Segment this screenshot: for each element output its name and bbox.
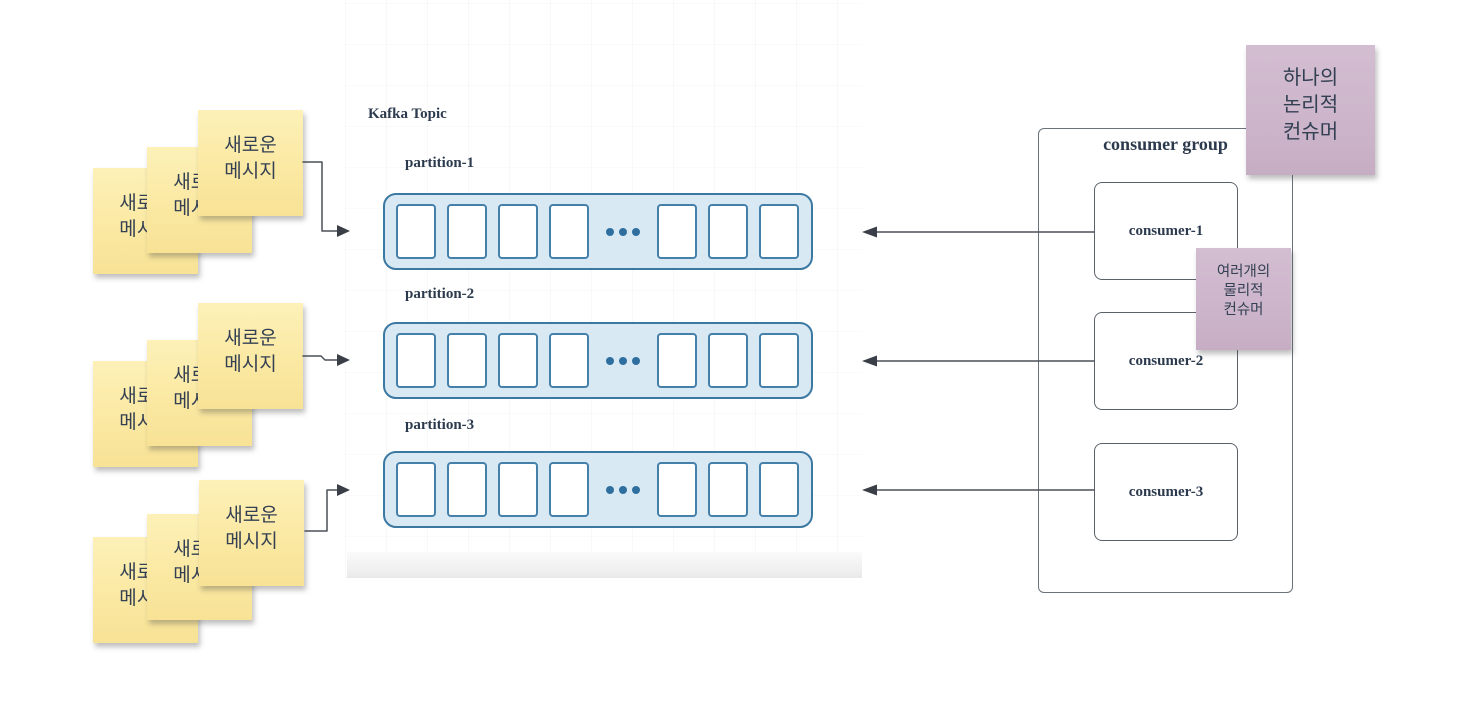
message-slot: [549, 333, 589, 388]
pnote-line: 논리적: [1282, 94, 1339, 116]
ellipsis-dots-icon: [606, 485, 640, 494]
message-slot: [447, 204, 487, 259]
pnote-line: 컨슈머: [1223, 302, 1264, 318]
note-line1: 새로운: [224, 135, 277, 156]
pnote-line: 컨슈머: [1282, 121, 1339, 143]
message-slot: [447, 333, 487, 388]
partition-3-label: partition-3: [405, 417, 475, 433]
note-line2: 메시지: [225, 531, 278, 552]
consumer-1-box: consumer-1: [1094, 182, 1238, 280]
message-slot: [396, 204, 436, 259]
message-slot: [708, 333, 748, 388]
physical-consumer-note: 여러개의 물리적 컨슈머: [1196, 248, 1291, 350]
new-message-note: 새로운 메시지: [198, 303, 303, 409]
message-slot: [549, 204, 589, 259]
message-slot: [498, 333, 538, 388]
kafka-topic-label: Kafka Topic: [368, 106, 447, 122]
message-slot: [498, 462, 538, 517]
message-slot: [657, 333, 697, 388]
ellipsis-dots-icon: [606, 227, 640, 236]
pnote-line: 하나의: [1282, 67, 1339, 89]
pnote-line: 여러개의: [1216, 264, 1271, 280]
partition-1-label: partition-1: [405, 155, 475, 171]
message-slot: [759, 204, 799, 259]
note-line1: 새로운: [224, 328, 277, 349]
message-slot: [657, 204, 697, 259]
consumer-3-label: consumer-3: [1128, 483, 1204, 500]
note2-to-partition2-arrow-line: [302, 355, 338, 361]
message-slot: [498, 204, 538, 259]
message-slot: [396, 462, 436, 517]
message-slot: [447, 462, 487, 517]
message-slot: [549, 462, 589, 517]
partition-1-box: [383, 193, 813, 270]
consumer-group-label: consumer group: [1103, 134, 1228, 154]
consumer-2-label: consumer-2: [1128, 352, 1204, 369]
message-slot: [396, 333, 436, 388]
consumer-3-box: consumer-3: [1094, 443, 1238, 541]
message-slot: [759, 333, 799, 388]
logical-consumer-note: 하나의 논리적 컨슈머: [1246, 45, 1375, 175]
note1-to-partition1-arrow-line: [302, 161, 338, 232]
arrowhead-left-icon: [862, 355, 877, 367]
note-line2: 메시지: [224, 354, 277, 375]
note3-to-partition3-arrow-line: [304, 489, 338, 532]
message-slot: [657, 462, 697, 517]
partition-2-label: partition-2: [405, 286, 475, 302]
arrowhead-left-icon: [862, 226, 877, 238]
partition-2-box: [383, 322, 813, 399]
consumer-2-box: consumer-2: [1094, 312, 1238, 410]
message-slot: [708, 462, 748, 517]
ellipsis-dots-icon: [606, 356, 640, 365]
note-line2: 메시지: [224, 161, 277, 182]
message-slot: [759, 462, 799, 517]
image-bottom-fade: [347, 552, 862, 578]
partition-3-box: [383, 451, 813, 528]
message-slot: [708, 204, 748, 259]
note-line1: 새로운: [225, 505, 278, 526]
consumer-1-label: consumer-1: [1128, 222, 1204, 239]
new-message-note: 새로운 메시지: [199, 480, 304, 586]
arrowhead-left-icon: [862, 484, 877, 496]
pnote-line: 물리적: [1223, 283, 1264, 299]
new-message-note: 새로운 메시지: [198, 110, 303, 216]
